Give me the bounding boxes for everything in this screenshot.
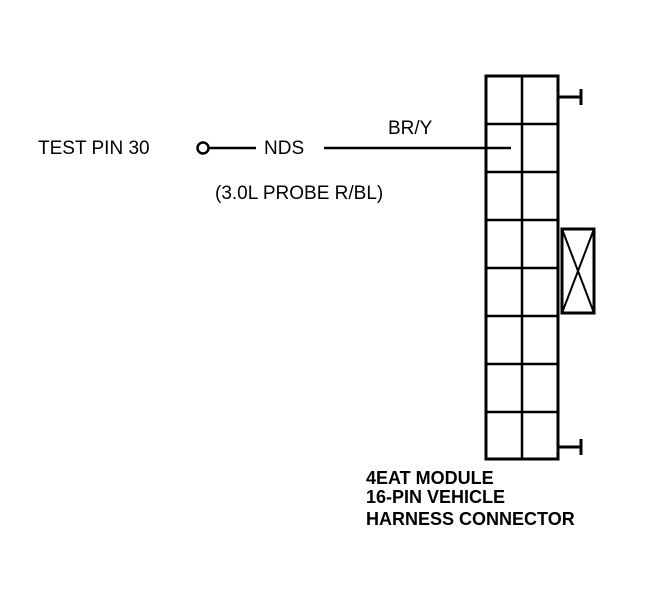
connector-caption-line3: HARNESS CONNECTOR <box>366 509 575 529</box>
test-pin-label: TEST PIN 30 <box>38 138 150 159</box>
top-mounting-tab <box>558 89 583 105</box>
connector-caption-line2: 16-PIN VEHICLE <box>366 487 505 507</box>
harness-connector <box>484 74 596 461</box>
signal-label: NDS <box>264 138 304 159</box>
wire-color-label: BR/Y <box>388 118 433 139</box>
bottom-mounting-tab <box>558 439 583 455</box>
probe-note: (3.0L PROBE R/BL) <box>215 183 383 204</box>
connector-latch <box>560 227 596 315</box>
connector-caption-line1: 4EAT MODULE <box>366 468 494 488</box>
test-pin-terminal <box>196 141 210 155</box>
